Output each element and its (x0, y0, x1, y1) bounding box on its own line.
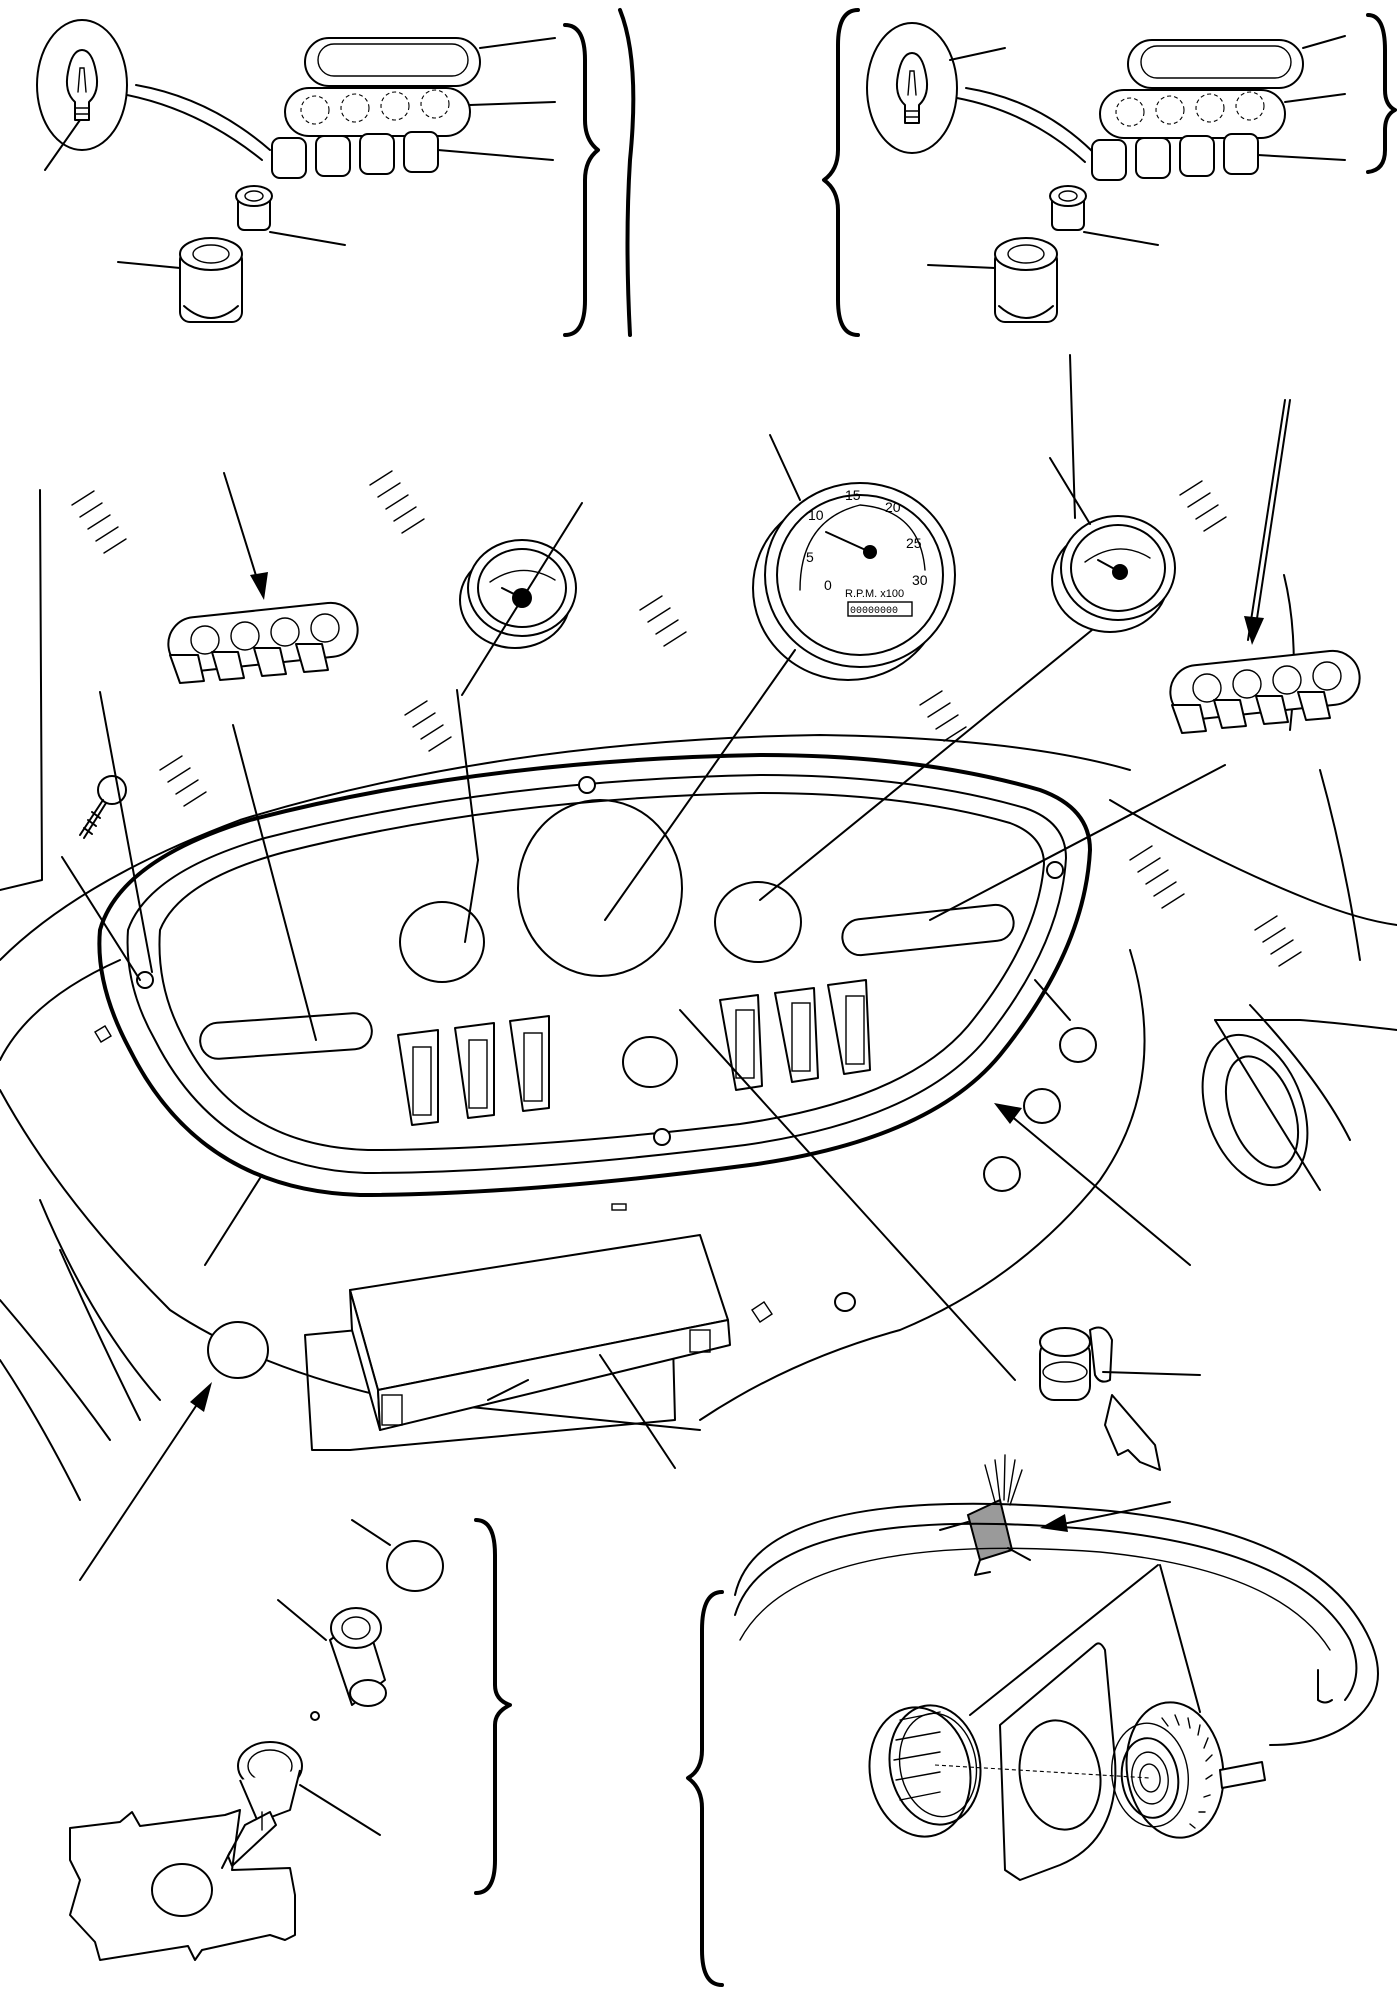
tachometer: 0 5 10 15 20 25 30 R.P.M. x100 00000000 (752, 482, 956, 681)
tachometer-cutout (517, 799, 683, 977)
gauge-cutout-right (714, 881, 802, 963)
lens-strip (284, 87, 471, 137)
inset-bottom-left (69, 1518, 512, 1961)
gauge-cutout-left (399, 901, 485, 983)
lens-cap (304, 37, 481, 87)
ignition-cutout (622, 1036, 678, 1088)
tick-10: 10 (808, 507, 824, 523)
tick-30: 30 (912, 572, 928, 588)
lens-strip-2 (1099, 89, 1286, 139)
indicator-strip-right (1169, 649, 1361, 734)
small-gauge-right (1051, 515, 1176, 633)
instrument-panel-bezel (97, 753, 1092, 1197)
socket-hole (207, 1321, 269, 1379)
dashboard-main: 0 5 10 15 20 25 30 R.P.M. x100 00000000 (0, 354, 1397, 1581)
lighter-cap (386, 1540, 444, 1592)
retaining-ring (868, 1704, 982, 1838)
tick-0: 0 (824, 577, 832, 593)
lens-cap-2 (1127, 39, 1304, 89)
small-gauge-left (459, 539, 577, 649)
indicator-slot-left (199, 1012, 373, 1060)
storage-bin (304, 1203, 731, 1451)
switch-buttons (271, 131, 439, 179)
switch-openings-left (397, 1015, 550, 1126)
indicator-slot-right (841, 903, 1015, 957)
tick-15: 15 (845, 487, 861, 503)
inset-top-left (36, 8, 636, 337)
tick-20: 20 (885, 499, 901, 515)
arrow-1 (223, 472, 268, 600)
odometer-digits: 00000000 (850, 606, 898, 617)
bulb-detail-circle (36, 19, 128, 151)
tachometer-unit: R.P.M. x100 (845, 588, 904, 600)
inset-top-right (822, 8, 1397, 337)
ignition-switch (1039, 1326, 1161, 1471)
arrow-3 (994, 1103, 1191, 1266)
inset-bottom-right (686, 1502, 1379, 1987)
lamp-holder-2 (994, 237, 1058, 323)
wire-connector (939, 1454, 1023, 1576)
panel-cutaway (69, 1809, 296, 1961)
lighter-socket (221, 1741, 303, 1869)
lighter-element (329, 1607, 387, 1707)
arrow-4 (79, 1382, 212, 1581)
tachometer-needle (825, 531, 871, 553)
indicator-strip-left (167, 601, 359, 684)
bulb-socket-2 (1049, 185, 1087, 231)
gauge-body (1110, 1701, 1266, 1839)
bulb-icon-2 (895, 52, 929, 124)
screw-icon (79, 775, 127, 839)
switch-openings-right (719, 979, 871, 1091)
tick-5: 5 (806, 549, 814, 565)
arrow-2 (1244, 399, 1291, 645)
tick-25: 25 (906, 535, 922, 551)
bulb-socket (235, 185, 273, 231)
bulb-detail-circle-2 (866, 22, 958, 154)
hatching (71, 470, 1302, 967)
mounting-bracket (999, 1642, 1117, 1881)
bulb-icon (65, 49, 99, 121)
switch-buttons-2 (1091, 133, 1259, 181)
odometer-box (847, 601, 913, 617)
lamp-holder (179, 237, 243, 323)
